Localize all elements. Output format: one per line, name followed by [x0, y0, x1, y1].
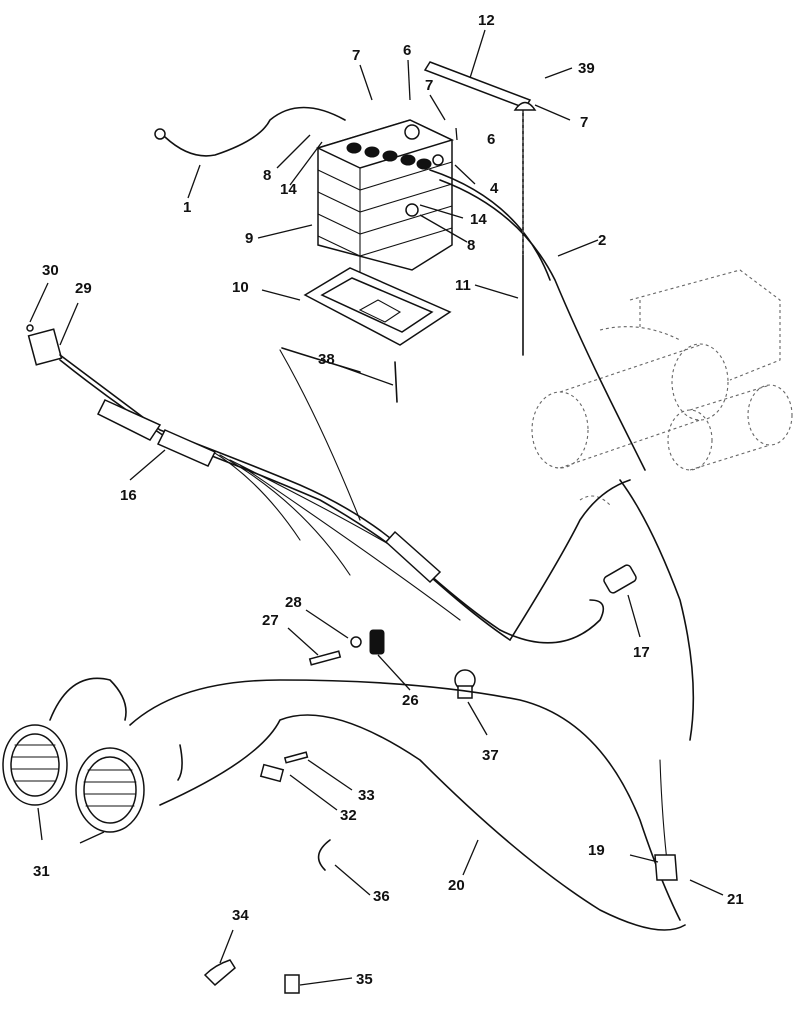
label-26: 26: [402, 692, 419, 709]
label-38: 38: [318, 351, 335, 368]
label-30: 30: [42, 262, 59, 279]
label-2: 2: [598, 232, 606, 249]
label-29: 29: [75, 280, 92, 297]
headlight-harness: [49, 677, 686, 931]
clip-and-bolt: [308, 629, 385, 666]
switch: [454, 669, 476, 699]
label-4: 4: [490, 180, 499, 197]
small-parts: [26, 101, 537, 994]
label-11: 11: [455, 277, 471, 294]
battery-tray: [303, 267, 452, 346]
label-28: 28: [285, 594, 302, 611]
label-10: 10: [232, 279, 249, 296]
leaders: [29, 29, 724, 986]
headlights: [2, 724, 145, 833]
label-33: 33: [358, 787, 375, 804]
battery: [315, 119, 455, 273]
label-7b: 7: [425, 77, 433, 94]
label-27: 27: [262, 612, 279, 629]
label-9: 9: [245, 230, 253, 247]
label-17: 17: [633, 644, 650, 661]
label-6a: 6: [403, 42, 411, 59]
label-34: 34: [232, 907, 249, 924]
starter-motor-ghost: [531, 269, 793, 506]
label-12: 12: [478, 12, 495, 29]
label-14b: 14: [470, 211, 487, 228]
label-8b: 8: [467, 237, 475, 254]
label-36: 36: [373, 888, 390, 905]
label-14a: 14: [280, 181, 297, 198]
label-20: 20: [448, 877, 465, 894]
main-harness: [27, 328, 695, 741]
label-7c: 7: [580, 114, 588, 131]
label-35: 35: [356, 971, 373, 988]
label-19: 19: [588, 842, 605, 859]
label-8a: 8: [263, 167, 271, 184]
label-1: 1: [183, 199, 191, 216]
label-6b: 6: [487, 131, 495, 148]
battery-cables: [154, 61, 646, 471]
label-32: 32: [340, 807, 357, 824]
part-labels: 1 2 4 6 6 7 7 7 8 8 9 10 11 12 14 14 16 …: [33, 12, 744, 988]
label-7a: 7: [352, 47, 360, 64]
fuse-holder: [603, 564, 637, 594]
label-39: 39: [578, 60, 595, 77]
label-31: 31: [33, 863, 50, 880]
label-21: 21: [727, 891, 744, 908]
label-16: 16: [120, 487, 137, 504]
label-37: 37: [482, 747, 499, 764]
